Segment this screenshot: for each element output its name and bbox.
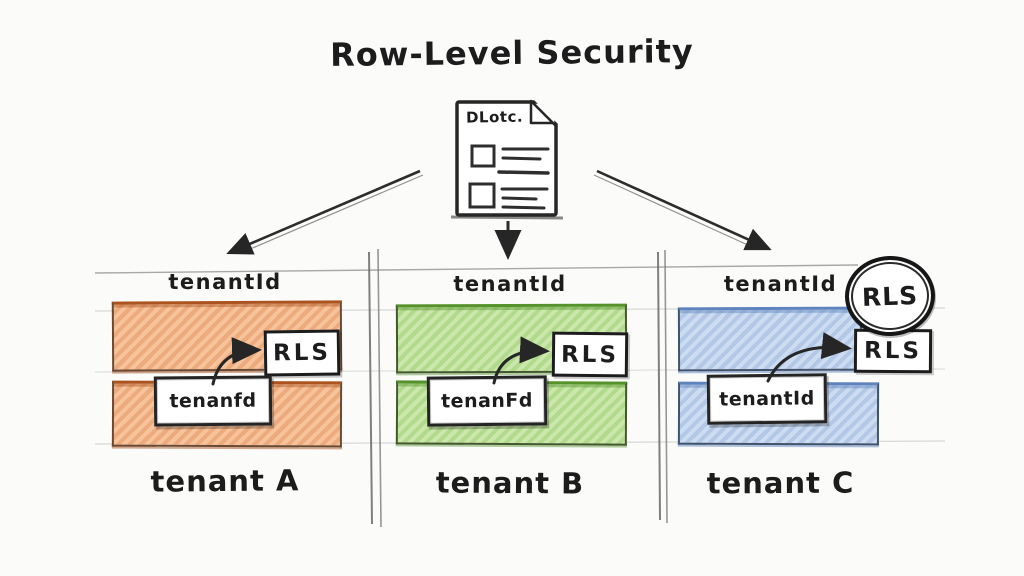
data-row-bar-c1: [677, 306, 863, 372]
document-shadow-line: [450, 215, 564, 220]
document-fold-edge: [552, 122, 557, 127]
arrow-doc-to-tenant-c-icon: [596, 169, 772, 251]
tenant-id-header-a: tenantId: [168, 270, 282, 294]
tenant-id-cell-b: tenanFd: [426, 375, 548, 427]
tenant-id-cell-c: tenantId: [706, 373, 828, 425]
arrow-sketch-stroke: [593, 174, 751, 247]
rls-box-b: RLS: [551, 331, 629, 378]
column-divider-b-c: [657, 251, 661, 521]
column-divider-b-c: [664, 249, 668, 524]
arrow-sketch-stroke: [247, 174, 424, 251]
document-text-line: [501, 156, 542, 161]
tenant-label-b: tenant B: [435, 465, 585, 501]
document-label: DLotc.: [465, 107, 524, 127]
document-text-line: [501, 205, 546, 210]
rls-box-a: RLS: [263, 329, 341, 377]
document-text-line: [497, 170, 550, 175]
diagram-title: Row-Level Security: [329, 32, 695, 74]
checkbox-icon: [470, 144, 496, 168]
tenant-id-header-b: tenantId: [453, 272, 567, 296]
column-divider-a-b: [368, 251, 373, 525]
tenant-id-cell-a: tenanfd: [153, 375, 273, 427]
document-text-line: [501, 196, 538, 201]
tenant-label-a: tenant A: [150, 463, 300, 499]
tenant-id-header-c: tenantId: [723, 272, 838, 296]
column-divider-a-b: [377, 248, 382, 528]
arrow-doc-to-tenant-a-icon: [226, 169, 421, 255]
checkbox-icon: [468, 182, 496, 209]
tenant-label-c: tenant C: [706, 465, 855, 501]
